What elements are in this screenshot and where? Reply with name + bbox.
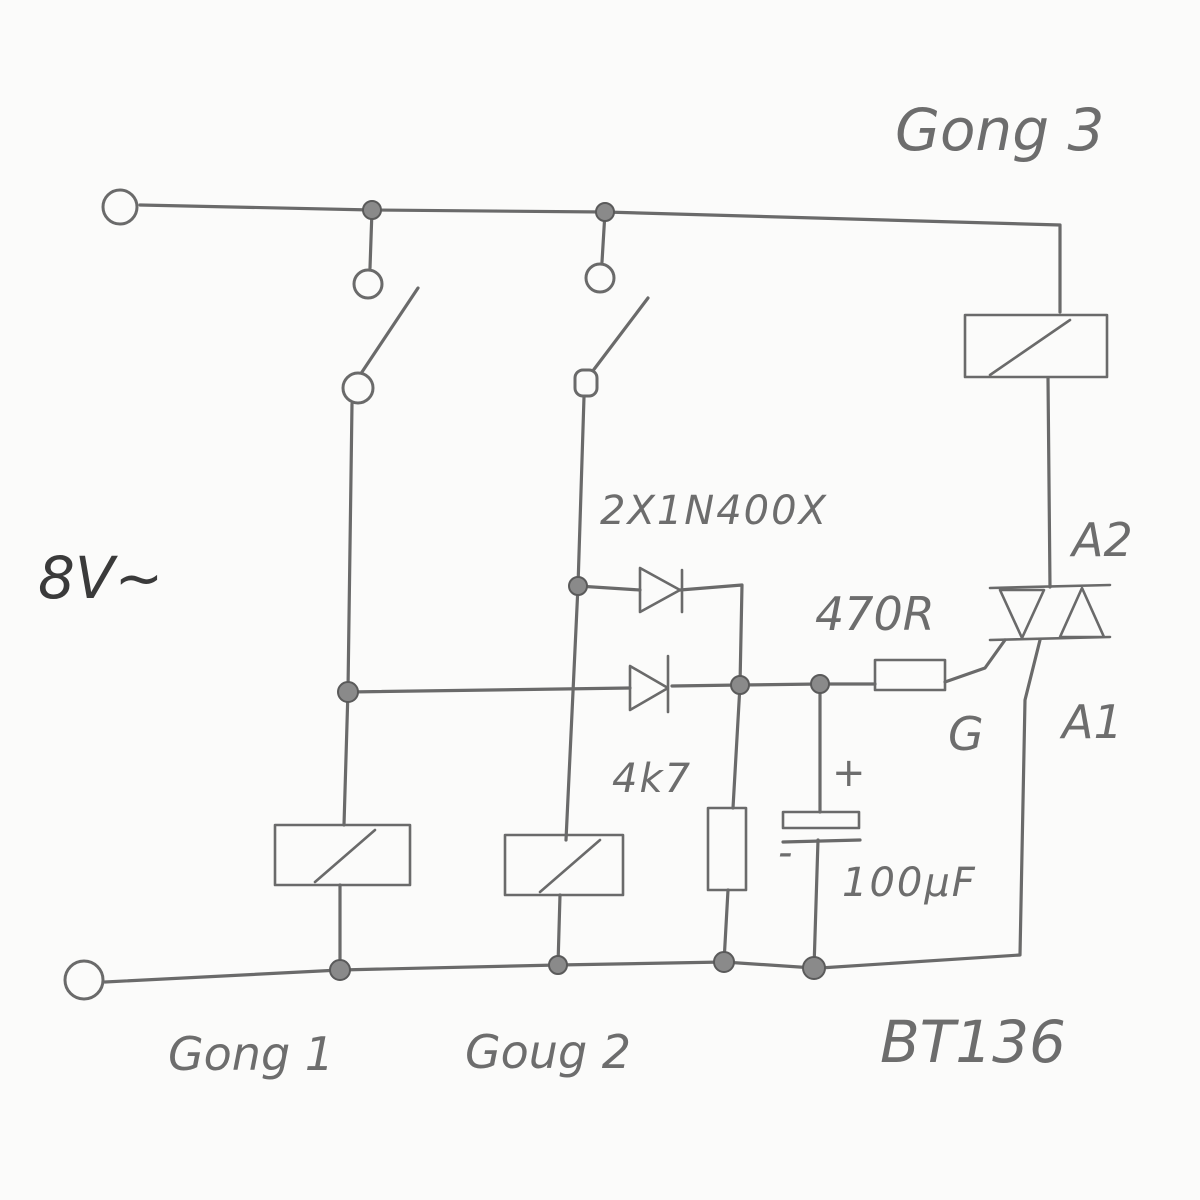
bleed-resistor-4k7 xyxy=(706,806,748,892)
diodes-label: 2X1N400X xyxy=(600,488,828,534)
switch2-blade xyxy=(590,296,650,374)
gong3-coil-lead xyxy=(1046,376,1052,589)
junction-node xyxy=(337,681,359,703)
gong1-coil-slash xyxy=(313,828,377,884)
switch1-blade xyxy=(360,286,420,374)
gong2-coil xyxy=(503,833,625,897)
supply-terminal-top xyxy=(101,188,139,226)
gong1-coil xyxy=(273,823,412,887)
triac-a2-label: A2 xyxy=(1069,513,1133,567)
gate-resistor-label: 470R xyxy=(815,587,935,641)
bleed-resistor-wire xyxy=(722,683,742,964)
triac-part-label: BT136 xyxy=(880,1008,1066,1076)
junction-node xyxy=(548,955,568,975)
gong3-label: Gong 3 xyxy=(895,96,1104,164)
capacitor-plate-minus xyxy=(781,838,862,844)
supply-voltage-label: 8V~ xyxy=(38,544,163,612)
junction-node xyxy=(802,956,826,980)
diode2-symbol xyxy=(628,654,670,714)
gong2-coil-slash xyxy=(538,838,602,894)
bottom-rail-wire xyxy=(103,960,816,984)
triac-a1-label: A1 xyxy=(1059,695,1123,749)
diode1-symbol xyxy=(638,566,684,614)
junction-node xyxy=(810,674,830,694)
gong1-label: Gong 1 xyxy=(168,1027,334,1081)
gong3-coil xyxy=(963,313,1109,379)
switch2-contact-top xyxy=(584,262,616,294)
junction-node xyxy=(595,202,615,222)
gong1-branch-wire xyxy=(342,402,354,827)
triac-symbol xyxy=(988,583,1112,642)
triac-gate-label: G xyxy=(948,707,984,761)
gong2-coil-lead xyxy=(556,893,562,967)
bleed-resistor-label: 4k7 xyxy=(612,756,692,802)
capacitor-minus-label: - xyxy=(778,830,794,876)
junction-node xyxy=(713,951,735,973)
capacitor-plus-label: + xyxy=(832,750,868,796)
gate-wire xyxy=(818,638,1007,686)
junction-node xyxy=(568,576,588,596)
gong2-branch-wire xyxy=(564,395,586,842)
junction-node xyxy=(362,200,382,220)
gate-resistor-470r xyxy=(873,658,947,692)
switch1-contact-bottom xyxy=(341,371,375,405)
top-rail-wire xyxy=(138,203,1062,314)
junction-node xyxy=(329,959,351,981)
switch1-contact-top xyxy=(352,268,384,300)
gong3-coil-slash xyxy=(988,318,1072,377)
junction-node xyxy=(730,675,750,695)
capacitor-label: 100µF xyxy=(842,860,977,906)
diode1-wire xyxy=(576,583,744,687)
gong2-label: Goug 2 xyxy=(465,1025,631,1079)
triac-a1-wire xyxy=(818,638,1042,970)
switch2-contact-bottom xyxy=(573,368,599,398)
capacitor-wire xyxy=(812,682,822,970)
capacitor-plate-plus xyxy=(781,810,861,830)
supply-terminal-bottom xyxy=(63,959,105,1001)
